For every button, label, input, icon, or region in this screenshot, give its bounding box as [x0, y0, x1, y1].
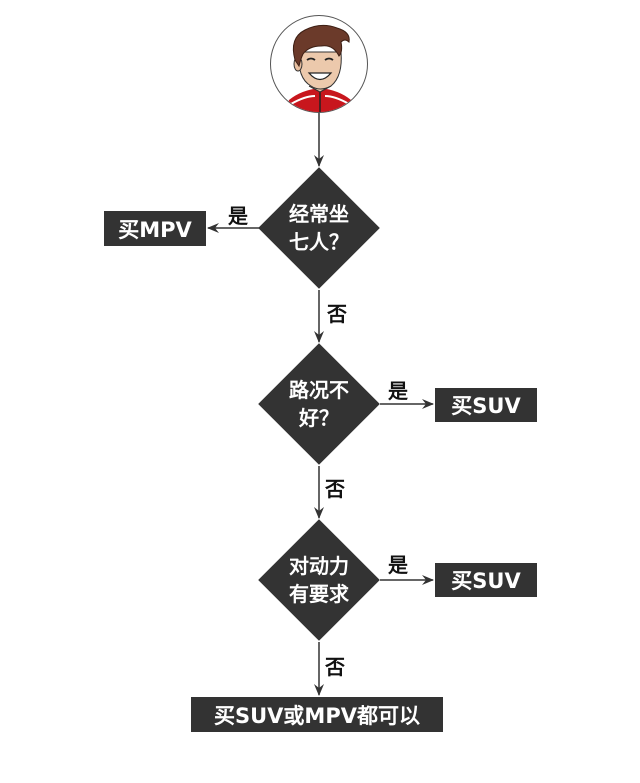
- outcome-buy-suv-road: 买SUV: [435, 388, 537, 422]
- decision-road-conditions: 路况不好？: [258, 343, 380, 465]
- decision-text-line2: 有要求: [289, 582, 349, 606]
- edge-label-no-2: 否: [325, 477, 345, 501]
- start-avatar: [270, 15, 368, 113]
- decision-text-line1: 对动力: [289, 554, 349, 578]
- outcome-buy-either: 买SUV或MPV都可以: [191, 697, 443, 732]
- edge-label-no-3: 否: [325, 655, 345, 679]
- decision-text-line2: 七人？: [289, 230, 349, 254]
- edge-label-yes-1: 是: [228, 204, 248, 228]
- edge-label-yes-2: 是: [388, 379, 408, 403]
- edge-label-no-1: 否: [327, 302, 347, 326]
- decision-text-line2: 好？: [299, 406, 339, 430]
- edge-label-yes-3: 是: [388, 553, 408, 577]
- person-avatar-icon: [285, 24, 355, 112]
- outcome-buy-mpv: 买MPV: [104, 211, 206, 246]
- decision-power-requirement: 对动力有要求: [258, 519, 380, 641]
- outcome-buy-suv-power: 买SUV: [435, 563, 537, 597]
- decision-seven-seats: 经常坐七人？: [258, 167, 380, 289]
- decision-text-line1: 经常坐: [289, 202, 349, 226]
- decision-text-line1: 路况不: [289, 378, 349, 402]
